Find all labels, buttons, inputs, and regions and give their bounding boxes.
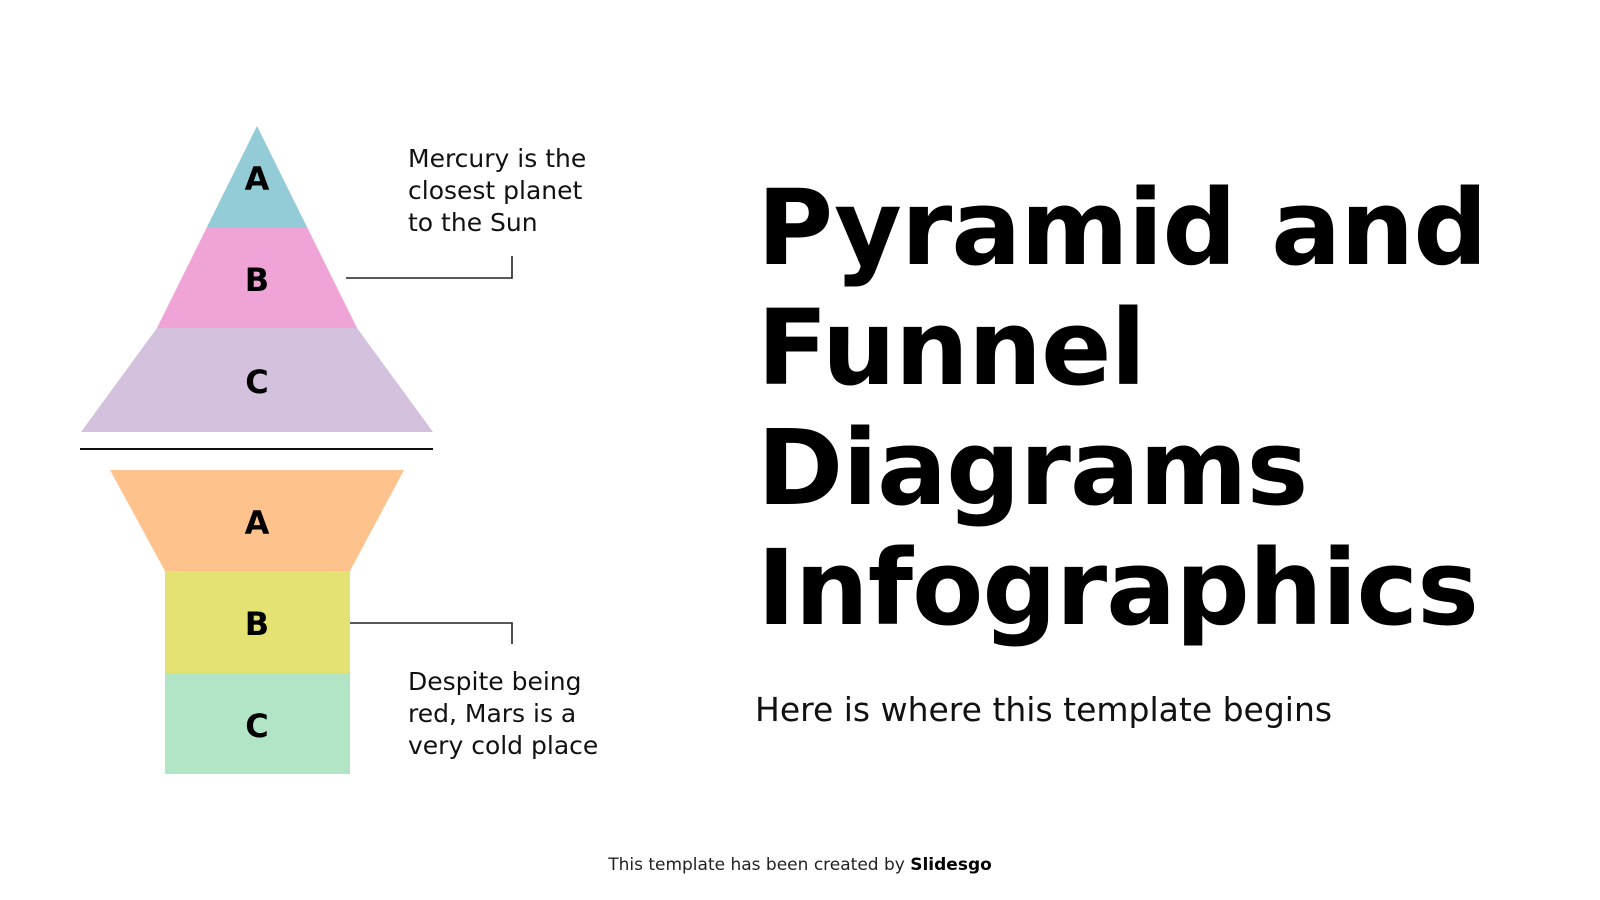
footer-credit: This template has been created by Slides… [0,855,1600,875]
title-line: Pyramid and [757,167,1488,289]
slide-title: Pyramid and Funnel Diagrams Infographics [757,167,1488,649]
funnel-label-c: C [245,707,268,745]
funnel-callout-line: very cold place [408,731,599,760]
funnel-label-b: B [245,605,269,643]
funnel-connector-line [350,622,513,644]
pyramid-callout-line: Mercury is the [408,144,587,173]
funnel-callout-text: Despite being red, Mars is a very cold p… [408,666,638,762]
pyramid-callout-line: closest planet [408,176,583,205]
pyramid-level-c [81,328,433,432]
footer-brand-link[interactable]: Slidesgo [910,855,992,875]
funnel-callout-line: red, Mars is a [408,699,577,728]
pyramid-callout-text: Mercury is the closest planet to the Sun [408,143,638,239]
pyramid: A B C [81,126,513,432]
pyramid-label-c: C [245,363,268,401]
title-line: Diagrams [757,407,1308,529]
funnel-label-a: A [245,504,270,542]
funnel-callout-line: Despite being [408,667,582,696]
pyramid-callout-line: to the Sun [408,208,538,237]
pyramid-label-a: A [245,160,270,198]
pyramid-level-a [207,126,307,227]
funnel-level-b [165,571,350,673]
title-line: Funnel [757,287,1146,409]
funnel-level-a [110,470,404,571]
funnel-level-c [165,673,350,774]
pyramid-level-b [157,227,357,328]
pyramid-connector-line [346,256,513,279]
title-line: Infographics [757,527,1479,649]
footer-prefix: This template has been created by [608,855,911,875]
slide-subtitle: Here is where this template begins [755,690,1333,729]
pyramid-label-b: B [245,261,269,299]
funnel: A B C [110,470,513,774]
